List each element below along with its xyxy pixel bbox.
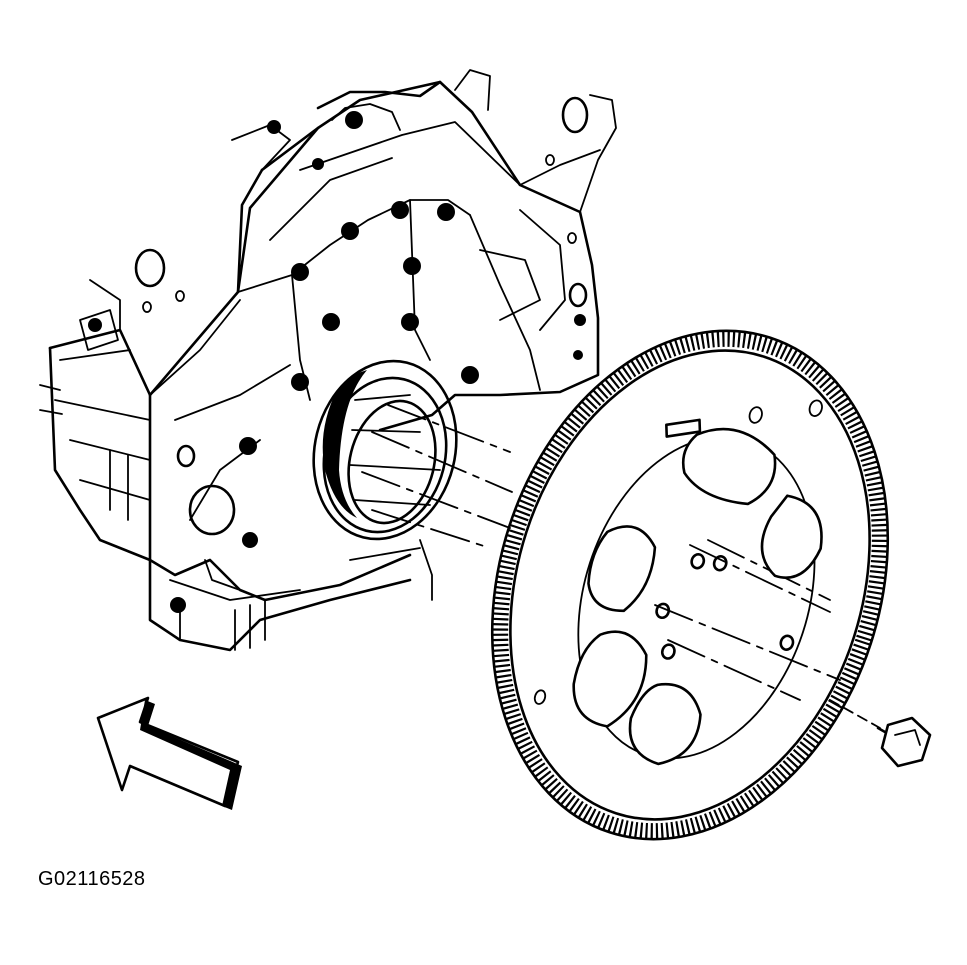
flywheel [490, 329, 890, 841]
figure-id-label: G02116528 [38, 868, 146, 890]
engine-block-bolts [88, 111, 586, 613]
crankshaft-flange [312, 359, 458, 541]
front-direction-arrow-icon [96, 696, 242, 810]
flywheel-bolt-icon [876, 716, 932, 768]
engine-block [39, 69, 617, 652]
